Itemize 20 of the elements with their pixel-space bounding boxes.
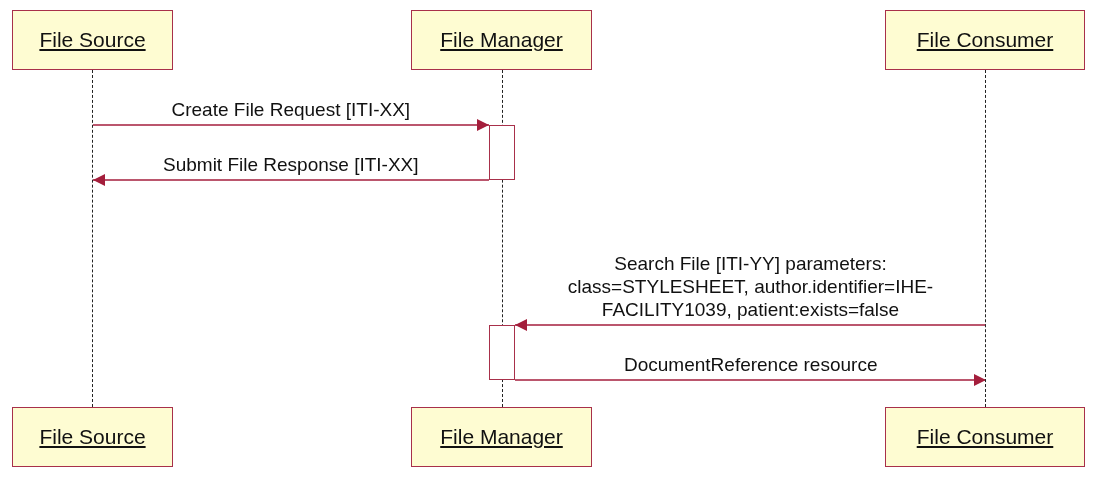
activation-bar	[489, 125, 515, 180]
participant-box	[411, 10, 592, 70]
participant-name: File Consumer	[916, 425, 1054, 449]
participant-box	[12, 10, 173, 70]
participant-name: File Source	[39, 28, 146, 52]
participant-name: File Manager	[440, 28, 563, 52]
participant-name: File Source	[39, 425, 146, 449]
message-arrow	[514, 319, 987, 331]
lifeline	[985, 70, 987, 407]
message-arrow	[514, 374, 987, 386]
message-arrow	[92, 174, 490, 186]
participant-name: File Consumer	[916, 28, 1054, 52]
participant-box	[411, 407, 592, 467]
message-arrow	[92, 119, 490, 131]
participant-box	[885, 10, 1085, 70]
participant-box	[885, 407, 1085, 467]
participant-name: File Manager	[440, 425, 563, 449]
participant-box	[12, 407, 173, 467]
lifeline	[92, 70, 94, 407]
activation-bar	[489, 325, 515, 380]
